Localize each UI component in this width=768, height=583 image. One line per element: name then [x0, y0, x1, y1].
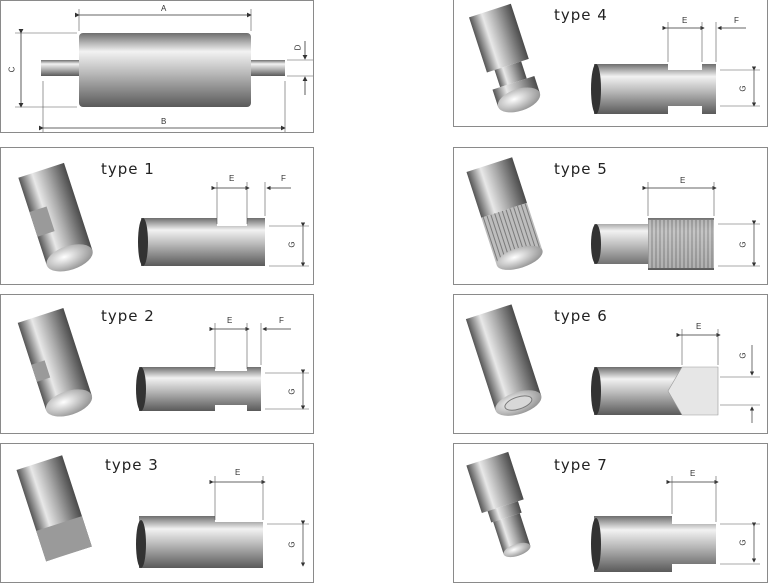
- type-2-label-f: F: [279, 316, 284, 325]
- type-1-label-e: E: [229, 174, 235, 183]
- type-5-label-g: G: [738, 241, 748, 248]
- type-7-panel: type 7 E G: [453, 443, 768, 583]
- type-1-label-g: G: [287, 241, 297, 248]
- dimension-label-c: C: [7, 66, 17, 73]
- type-7-title: type 7: [554, 456, 608, 474]
- type-3-drawing: [16, 455, 309, 568]
- type-5-panel: type 5 E G: [453, 147, 768, 285]
- type-3-label-g: G: [287, 541, 297, 548]
- type-1-label-f: F: [281, 174, 286, 183]
- type-7-drawing: [466, 451, 760, 572]
- type-5-title: type 5: [554, 160, 608, 178]
- type-3-title: type 3: [105, 456, 159, 474]
- type-5-label-e: E: [680, 176, 686, 185]
- type-5-drawing: [466, 157, 760, 270]
- dimension-label-d: D: [293, 44, 303, 51]
- type-7-label-e: E: [690, 469, 696, 478]
- type-6-label-e: E: [696, 322, 702, 331]
- type-1-title: type 1: [101, 160, 155, 178]
- type-1-panel: type 1 E F G: [0, 147, 314, 285]
- type-4-label-f: F: [734, 16, 739, 25]
- type-4-panel: type 4 E F G: [453, 0, 768, 127]
- type-6-title: type 6: [554, 307, 608, 325]
- type-4-title: type 4: [554, 6, 608, 24]
- roller-overview-panel: A B C D: [0, 0, 314, 133]
- type-2-panel: type 2 E F G: [0, 294, 314, 434]
- type-1-drawing: [18, 162, 309, 272]
- type-2-drawing: [17, 308, 309, 417]
- type-6-drawing: [465, 304, 760, 423]
- type-6-panel: type 6 E G: [453, 294, 768, 434]
- type-7-label-g: G: [738, 539, 748, 546]
- roller-overview-drawing: [15, 9, 313, 132]
- type-4-label-e: E: [682, 16, 688, 25]
- type-2-label-e: E: [227, 316, 233, 325]
- dimension-label-a: A: [161, 4, 167, 13]
- dimension-label-b: B: [161, 117, 167, 126]
- type-3-label-e: E: [235, 468, 241, 477]
- type-3-panel: type 3 E G: [0, 443, 314, 583]
- type-6-label-g: G: [738, 352, 748, 359]
- type-4-label-g: G: [738, 85, 748, 92]
- type-4-drawing: [469, 3, 760, 114]
- type-2-label-g: G: [287, 388, 297, 395]
- type-2-title: type 2: [101, 307, 155, 325]
